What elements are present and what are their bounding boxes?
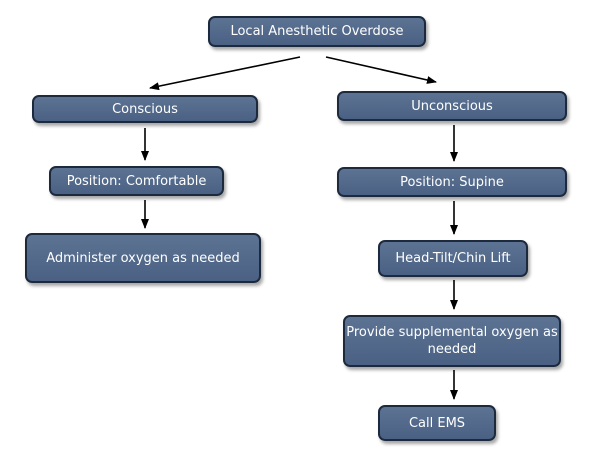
unconscious-node: Unconscious [337, 91, 567, 121]
call-ems-node: Call EMS [378, 405, 496, 441]
head-tilt-chin-lift-node: Head-Tilt/Chin Lift [378, 240, 528, 277]
administer-oxygen-node: Administer oxygen as needed [25, 233, 261, 283]
root-node: Local Anesthetic Overdose [208, 16, 426, 47]
arrow-root-to-unconscious [325, 56, 437, 84]
position-comfortable-node: Position: Comfortable [49, 166, 224, 196]
conscious-node: Conscious [32, 95, 258, 123]
supplemental-oxygen-node: Provide supplemental oxygen as needed [343, 315, 561, 367]
arrow-root-to-conscious [149, 56, 301, 91]
position-supine-node: Position: Supine [337, 167, 567, 197]
